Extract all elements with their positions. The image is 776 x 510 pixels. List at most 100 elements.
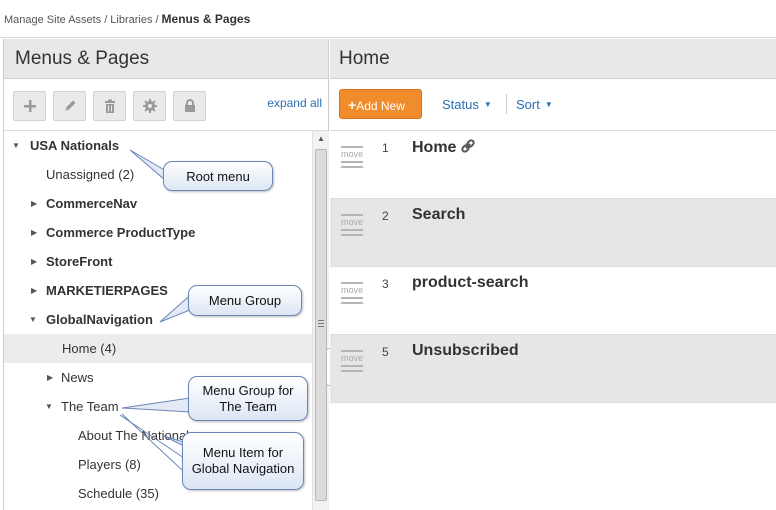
- settings-menu-button[interactable]: [133, 91, 166, 121]
- move-handle[interactable]: move: [341, 350, 363, 375]
- callout-text: Global Navigation: [191, 461, 295, 476]
- move-handle[interactable]: move: [341, 214, 363, 239]
- expanded-arrow-icon[interactable]: ▼: [12, 141, 20, 150]
- tree-item-storefront[interactable]: ▶ StoreFront: [4, 247, 312, 276]
- breadcrumb-item-libraries[interactable]: Libraries: [110, 14, 153, 26]
- callout-root-menu: Root menu: [163, 161, 273, 191]
- page-number: 2: [382, 209, 389, 223]
- callout-text: Root menu: [186, 169, 250, 184]
- add-new-label: Add New: [356, 99, 405, 113]
- move-label: move: [341, 149, 364, 159]
- page-row-search[interactable]: move 2 Search: [330, 199, 776, 267]
- page-row-unsubscribed[interactable]: move 5 Unsubscribed: [330, 335, 776, 403]
- lock-menu-button[interactable]: [173, 91, 206, 121]
- tree-item-label: Schedule (35): [78, 486, 159, 501]
- divider: [506, 94, 507, 114]
- tree-item-label: USA Nationals: [30, 138, 120, 153]
- tree-item-news[interactable]: ▶ News: [4, 363, 312, 392]
- breadcrumb-separator: /: [104, 14, 108, 26]
- page-number: 1: [382, 141, 389, 155]
- status-label: Status: [442, 97, 479, 112]
- tree-item-marketierpages[interactable]: ▶ MARKETIERPAGES: [4, 276, 312, 305]
- collapsed-arrow-icon[interactable]: ▶: [31, 286, 38, 295]
- page-title: Home: [412, 139, 457, 156]
- move-label: move: [341, 217, 364, 227]
- delete-menu-button[interactable]: [93, 91, 126, 121]
- tree-item-label: About The Nationals: [78, 428, 196, 443]
- plus-icon: +: [348, 97, 357, 113]
- move-handle[interactable]: move: [341, 282, 363, 307]
- tree-item-label: GlobalNavigation: [46, 312, 153, 327]
- page-title-wrap[interactable]: Home: [412, 138, 476, 157]
- scroll-up-arrow-icon[interactable]: ▲: [317, 134, 325, 143]
- menus-toolbar: expand all: [4, 79, 328, 131]
- tree-item-schedule[interactable]: Schedule (35): [4, 479, 312, 508]
- tree-item-label: Players (8): [78, 457, 141, 472]
- expand-all-link[interactable]: expand all: [267, 96, 322, 110]
- gear-icon: [143, 99, 157, 113]
- move-label: move: [341, 353, 364, 363]
- callout-text: The Team: [219, 399, 277, 414]
- collapsed-arrow-icon[interactable]: ▶: [31, 199, 38, 208]
- collapsed-arrow-icon[interactable]: ▶: [47, 373, 54, 382]
- callout-menu-group: Menu Group: [188, 285, 302, 316]
- add-menu-button[interactable]: [13, 91, 46, 121]
- page-title[interactable]: Search: [412, 206, 466, 223]
- expanded-arrow-icon[interactable]: ▼: [29, 315, 37, 324]
- tree-item-label: StoreFront: [46, 254, 113, 269]
- tree-item-label: Home (4): [62, 341, 117, 356]
- breadcrumb-separator: /: [155, 14, 159, 26]
- breadcrumb: Manage Site Assets/Libraries/Menus & Pag…: [0, 0, 776, 38]
- expanded-arrow-icon[interactable]: ▼: [45, 402, 53, 411]
- collapsed-arrow-icon[interactable]: ▶: [31, 228, 38, 237]
- page-title[interactable]: Unsubscribed: [412, 342, 519, 359]
- tree-scrollbar[interactable]: ▲: [312, 131, 329, 510]
- tree-item-home[interactable]: Home (4): [4, 334, 312, 363]
- page-row-product-search[interactable]: move 3 product-search: [330, 267, 776, 335]
- tree-item-label: CommerceNav: [46, 196, 138, 211]
- page-number: 3: [382, 277, 389, 291]
- add-new-button[interactable]: +Add New: [339, 89, 422, 119]
- move-handle[interactable]: move: [341, 146, 363, 171]
- plus-icon: [24, 100, 36, 112]
- move-label: move: [341, 285, 364, 295]
- tree-item-the-team[interactable]: ▼ The Team: [4, 392, 312, 421]
- sort-dropdown[interactable]: Sort ▼: [516, 97, 553, 112]
- link-icon: [461, 139, 476, 153]
- tree-item-commerce-producttype[interactable]: ▶ Commerce ProductType: [4, 218, 312, 247]
- tree-item-label: Commerce ProductType: [46, 225, 196, 240]
- page-number: 5: [382, 345, 389, 359]
- caret-down-icon: ▼: [483, 100, 492, 109]
- tree-item-label: Unassigned (2): [46, 167, 135, 182]
- tree-item-label: MARKETIERPAGES: [46, 283, 168, 298]
- trash-icon: [105, 99, 115, 113]
- sort-label: Sort: [516, 97, 540, 112]
- pages-panel: Home +Add New Status▼ Sort▼ move 1 Home …: [330, 39, 776, 510]
- pages-panel-title: Home: [330, 39, 776, 79]
- page-row-home[interactable]: move 1 Home: [330, 131, 776, 199]
- edit-menu-button[interactable]: [53, 91, 86, 121]
- breadcrumb-item-site-assets[interactable]: Manage Site Assets: [4, 14, 102, 26]
- scrollbar-thumb[interactable]: [315, 149, 327, 501]
- tree-item-globalnavigation[interactable]: ▼ GlobalNavigation: [4, 305, 312, 334]
- tree-item-label: The Team: [61, 399, 119, 414]
- collapsed-arrow-icon[interactable]: ▶: [31, 257, 38, 266]
- tree-item-label: News: [61, 370, 94, 385]
- status-dropdown[interactable]: Status ▼: [442, 97, 492, 112]
- callout-text: Menu Item for: [202, 445, 284, 460]
- pencil-icon: [65, 100, 76, 111]
- callout-text: Menu Group for: [202, 383, 294, 398]
- callout-text: Menu Group: [208, 293, 282, 308]
- lock-icon: [185, 99, 195, 112]
- tree-item-usa-nationals[interactable]: ▼ USA Nationals: [4, 131, 312, 160]
- tree-item-commercenav[interactable]: ▶ CommerceNav: [4, 189, 312, 218]
- breadcrumb-current: Menus & Pages: [161, 12, 251, 26]
- grip-icon: [318, 320, 324, 329]
- caret-down-icon: ▼: [544, 100, 553, 109]
- menus-panel-title: Menus & Pages: [4, 39, 328, 79]
- tree-item-unassigned[interactable]: Unassigned (2): [4, 160, 312, 189]
- page-title[interactable]: product-search: [412, 274, 529, 291]
- pages-actions-bar: +Add New Status ▼ Sort ▼: [330, 79, 776, 131]
